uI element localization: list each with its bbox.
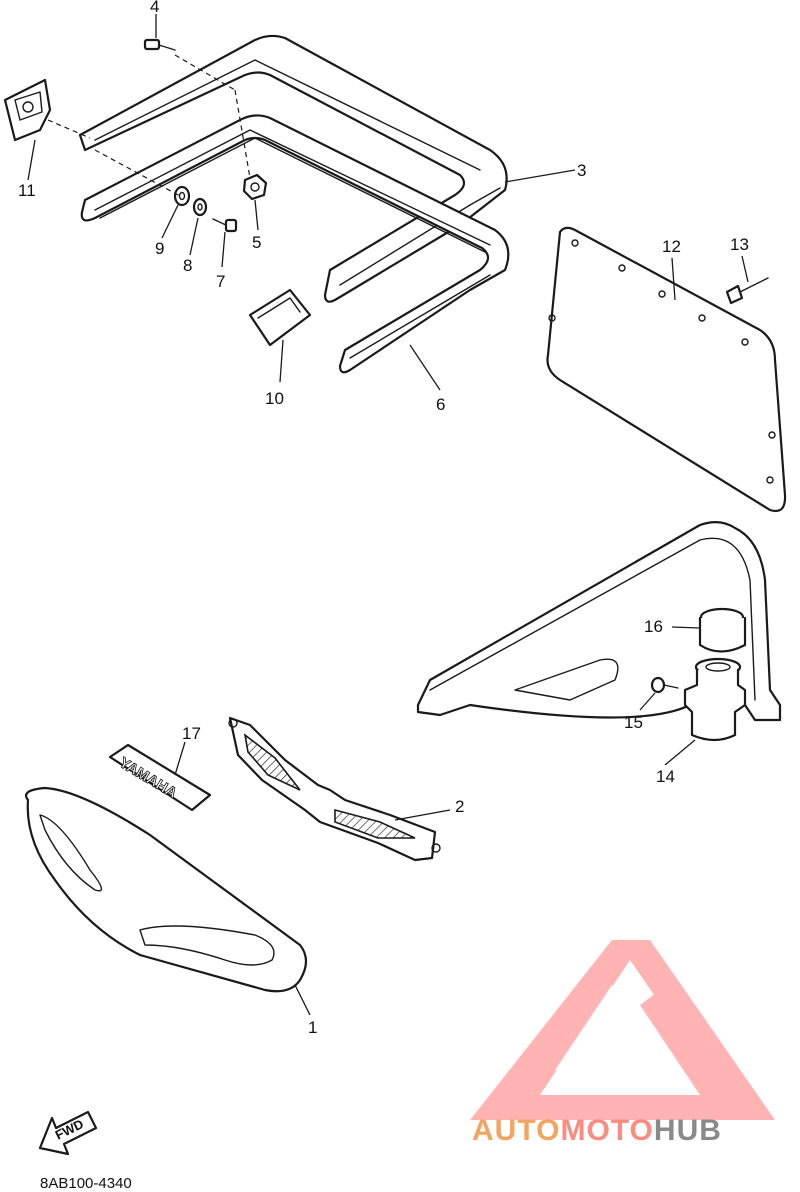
callout-10: 10: [265, 389, 284, 408]
part-14-lock-cylinder: [683, 657, 747, 742]
callout-7: 7: [216, 272, 225, 291]
part-8-washer: [192, 197, 208, 217]
watermark-word-moto: MOTO: [560, 1114, 653, 1147]
callout-14: 14: [656, 767, 675, 786]
part-4-screw: [143, 14, 251, 179]
part-16-lock-cap: [698, 607, 747, 653]
callout-5: 5: [252, 233, 261, 252]
part-1-side-cover: [24, 786, 308, 993]
callout-11: 11: [18, 181, 36, 200]
callout-13: 13: [730, 235, 749, 254]
callout-17: 17: [182, 724, 201, 743]
part-11-bracket: [3, 78, 91, 142]
part-15-screw: [650, 676, 679, 694]
callout-9: 9: [155, 239, 164, 258]
callout-16: 16: [644, 617, 663, 636]
callout-2: 2: [455, 797, 464, 816]
callout-4: 4: [150, 0, 159, 16]
part-7-bolt: [212, 218, 238, 233]
watermark-word-hub: HUB: [654, 1114, 722, 1147]
callout-labels: 4 11 9 8 7 5 3 12 13 10 6 16 15 14 17 2 …: [18, 0, 749, 1037]
callout-6: 6: [436, 395, 445, 414]
seat-housing: [416, 521, 782, 722]
callout-12: 12: [662, 237, 681, 256]
part-10-damper: [248, 288, 312, 347]
diagram-code: 8AB100-4340: [40, 1175, 132, 1192]
part-17-emblem: YAMAHA: [108, 743, 212, 812]
watermark-wordmark: AUTOMOTOHUB: [472, 1114, 722, 1147]
svg-text:AUTOMOTOHUB: AUTOMOTOHUB: [472, 1114, 722, 1147]
callout-8: 8: [183, 256, 192, 275]
part-3-seat-frame: [78, 34, 508, 303]
callout-3: 3: [577, 161, 586, 180]
part-2-strap: [228, 716, 441, 862]
callout-1: 1: [308, 1018, 317, 1037]
part-13-rivet: [725, 277, 769, 305]
watermark-logo: [470, 940, 775, 1120]
callout-15: 15: [624, 713, 643, 732]
watermark-word-auto: AUTO: [472, 1114, 560, 1147]
fwd-arrow-icon: FWD: [38, 1110, 98, 1156]
part-9-washer: [173, 185, 191, 207]
leader-lines: [27, 139, 749, 1016]
part-12-panel: [546, 226, 787, 513]
part-6-seal-strip: [80, 114, 510, 374]
part-5-nut: [242, 173, 268, 201]
